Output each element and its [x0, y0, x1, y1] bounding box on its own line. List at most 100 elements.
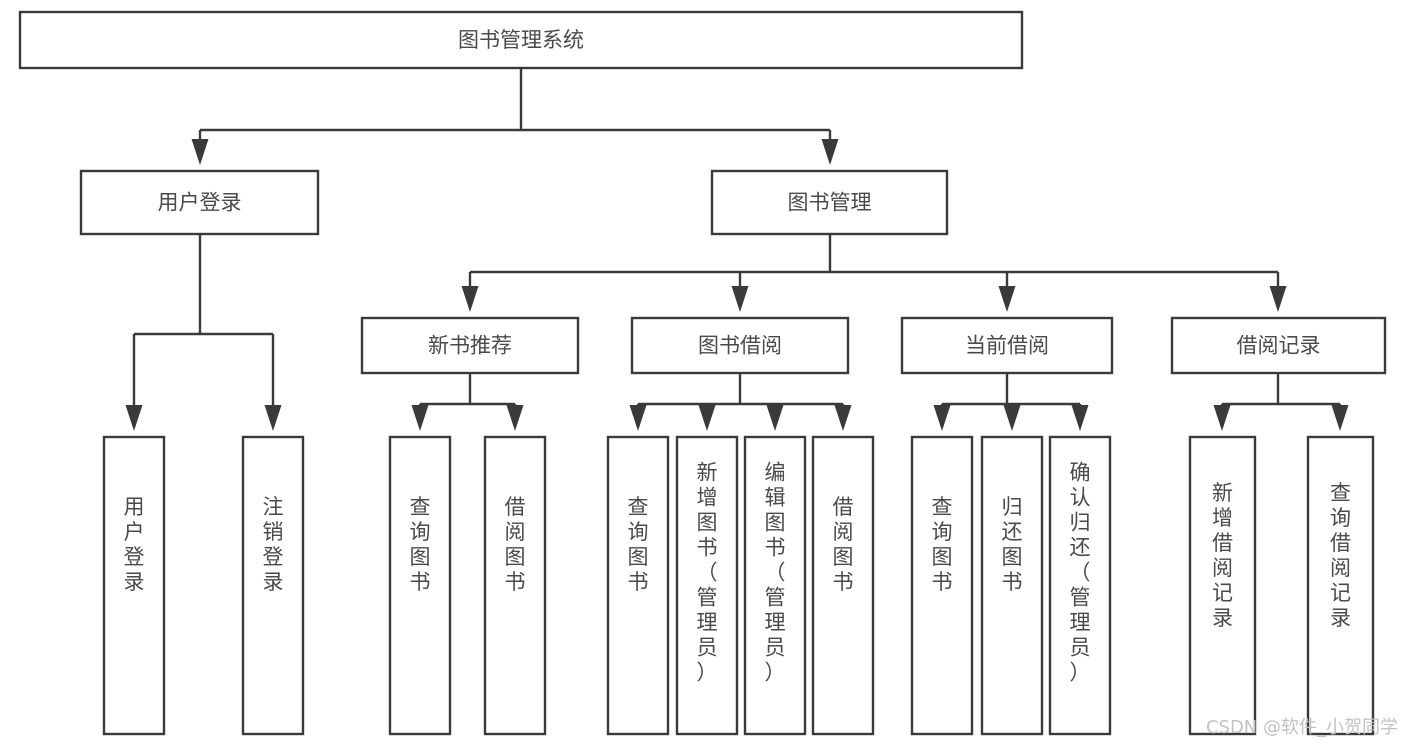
- node-label-char: 书: [628, 570, 649, 594]
- node-box[interactable]: [910, 435, 974, 736]
- node-borrow-record[interactable]: 借阅记录: [1170, 316, 1387, 375]
- node-label-char: 图: [1002, 545, 1023, 569]
- node-label-char: 书: [932, 570, 953, 594]
- node-label-char: 管: [697, 585, 718, 609]
- node-box[interactable]: [1170, 316, 1387, 375]
- node-box[interactable]: [18, 10, 1024, 70]
- node-label: 借阅记录: [1237, 334, 1321, 358]
- node-box[interactable]: [241, 435, 305, 736]
- node-box[interactable]: [79, 169, 320, 236]
- node-label: 用户登录: [158, 191, 242, 215]
- node-new-book-rec[interactable]: 新书推荐: [360, 316, 580, 375]
- node-box[interactable]: [388, 435, 452, 736]
- arrow-head-icon: [264, 405, 282, 431]
- node-label: 新书推荐: [428, 334, 512, 358]
- node-label-char: 登: [263, 545, 284, 569]
- node-label-char: 录: [1212, 606, 1233, 630]
- node-label: 图书管理系统: [458, 28, 584, 52]
- node-layer: 图书管理系统用户登录图书管理新书推荐图书借阅当前借阅借阅记录用户登录注销登录查询…: [18, 10, 1387, 736]
- node-label-char: 阅: [833, 520, 854, 544]
- node-label-char: 借: [833, 495, 854, 519]
- arrow-head-icon: [1213, 405, 1231, 431]
- arrow-head-icon: [191, 139, 209, 165]
- connector-layer: [125, 68, 1349, 431]
- arrow-head-icon: [1331, 405, 1349, 431]
- node-label-char: 借: [505, 495, 526, 519]
- node-label-char: 查: [410, 495, 431, 519]
- node-box[interactable]: [710, 169, 949, 236]
- node-box[interactable]: [360, 316, 580, 375]
- arrow-head-icon: [933, 405, 951, 431]
- connector-borrow-record: [1213, 373, 1349, 431]
- node-box[interactable]: [1306, 435, 1375, 736]
- node-label-char: 销: [263, 520, 284, 544]
- node-book-manage[interactable]: 图书管理: [710, 169, 949, 236]
- node-label-char: 询: [410, 520, 431, 544]
- node-root[interactable]: 图书管理系统: [18, 10, 1024, 70]
- node-box[interactable]: [102, 435, 166, 736]
- arrow-head-icon: [1003, 405, 1021, 431]
- node-label-char: 记: [1212, 581, 1233, 605]
- node-label-char: 增: [697, 485, 718, 509]
- node-box[interactable]: [980, 435, 1044, 736]
- node-label-char: 员: [1070, 635, 1091, 659]
- connector-new-book-rec: [411, 373, 524, 431]
- node-box[interactable]: [743, 435, 807, 736]
- node-box[interactable]: [811, 435, 875, 736]
- arrow-head-icon: [698, 405, 716, 431]
- node-label-char: 录: [1330, 606, 1351, 630]
- arrow-head-icon: [1269, 286, 1287, 312]
- node-label-char: 记: [1330, 581, 1351, 605]
- node-box[interactable]: [483, 435, 547, 736]
- node-label-char: ）: [1070, 660, 1091, 684]
- node-label-char: 确: [1070, 460, 1091, 484]
- node-label: 图书借阅: [698, 334, 782, 358]
- node-label: 图书管理: [788, 191, 872, 215]
- arrow-head-icon: [998, 286, 1016, 312]
- node-label-char: 图: [765, 510, 786, 534]
- node-label-char: 辑: [765, 485, 786, 509]
- node-label-char: 图: [932, 545, 953, 569]
- node-label-char: 增: [1212, 506, 1233, 530]
- node-label-char: ）: [765, 660, 786, 684]
- connector-user-login: [125, 234, 282, 431]
- node-label-char: 图: [833, 545, 854, 569]
- node-label-char: 还: [1002, 520, 1023, 544]
- node-label-char: 员: [697, 635, 718, 659]
- node-label-char: 借: [1330, 531, 1351, 555]
- node-box[interactable]: [630, 316, 850, 375]
- node-label-char: 询: [1330, 506, 1351, 530]
- node-label-char: 阅: [1212, 556, 1233, 580]
- node-label-char: 图: [410, 545, 431, 569]
- node-label-char: 认: [1070, 485, 1091, 509]
- node-box[interactable]: [675, 435, 739, 736]
- node-label-char: 新: [1212, 481, 1233, 505]
- node-box[interactable]: [1048, 435, 1112, 736]
- node-current-borrow[interactable]: 当前借阅: [900, 316, 1114, 375]
- node-box[interactable]: [900, 316, 1114, 375]
- node-book-borrow[interactable]: 图书借阅: [630, 316, 850, 375]
- node-label-char: 查: [1330, 481, 1351, 505]
- node-label-char: 录: [124, 570, 145, 594]
- node-box[interactable]: [1188, 435, 1257, 736]
- node-box[interactable]: [606, 435, 670, 736]
- node-label-char: （: [765, 560, 786, 584]
- arrow-head-icon: [461, 286, 479, 312]
- connector-book-manage: [461, 234, 1287, 312]
- node-user-login[interactable]: 用户登录: [79, 169, 320, 236]
- node-leaf-user-login[interactable]: 用户登录: [102, 435, 166, 736]
